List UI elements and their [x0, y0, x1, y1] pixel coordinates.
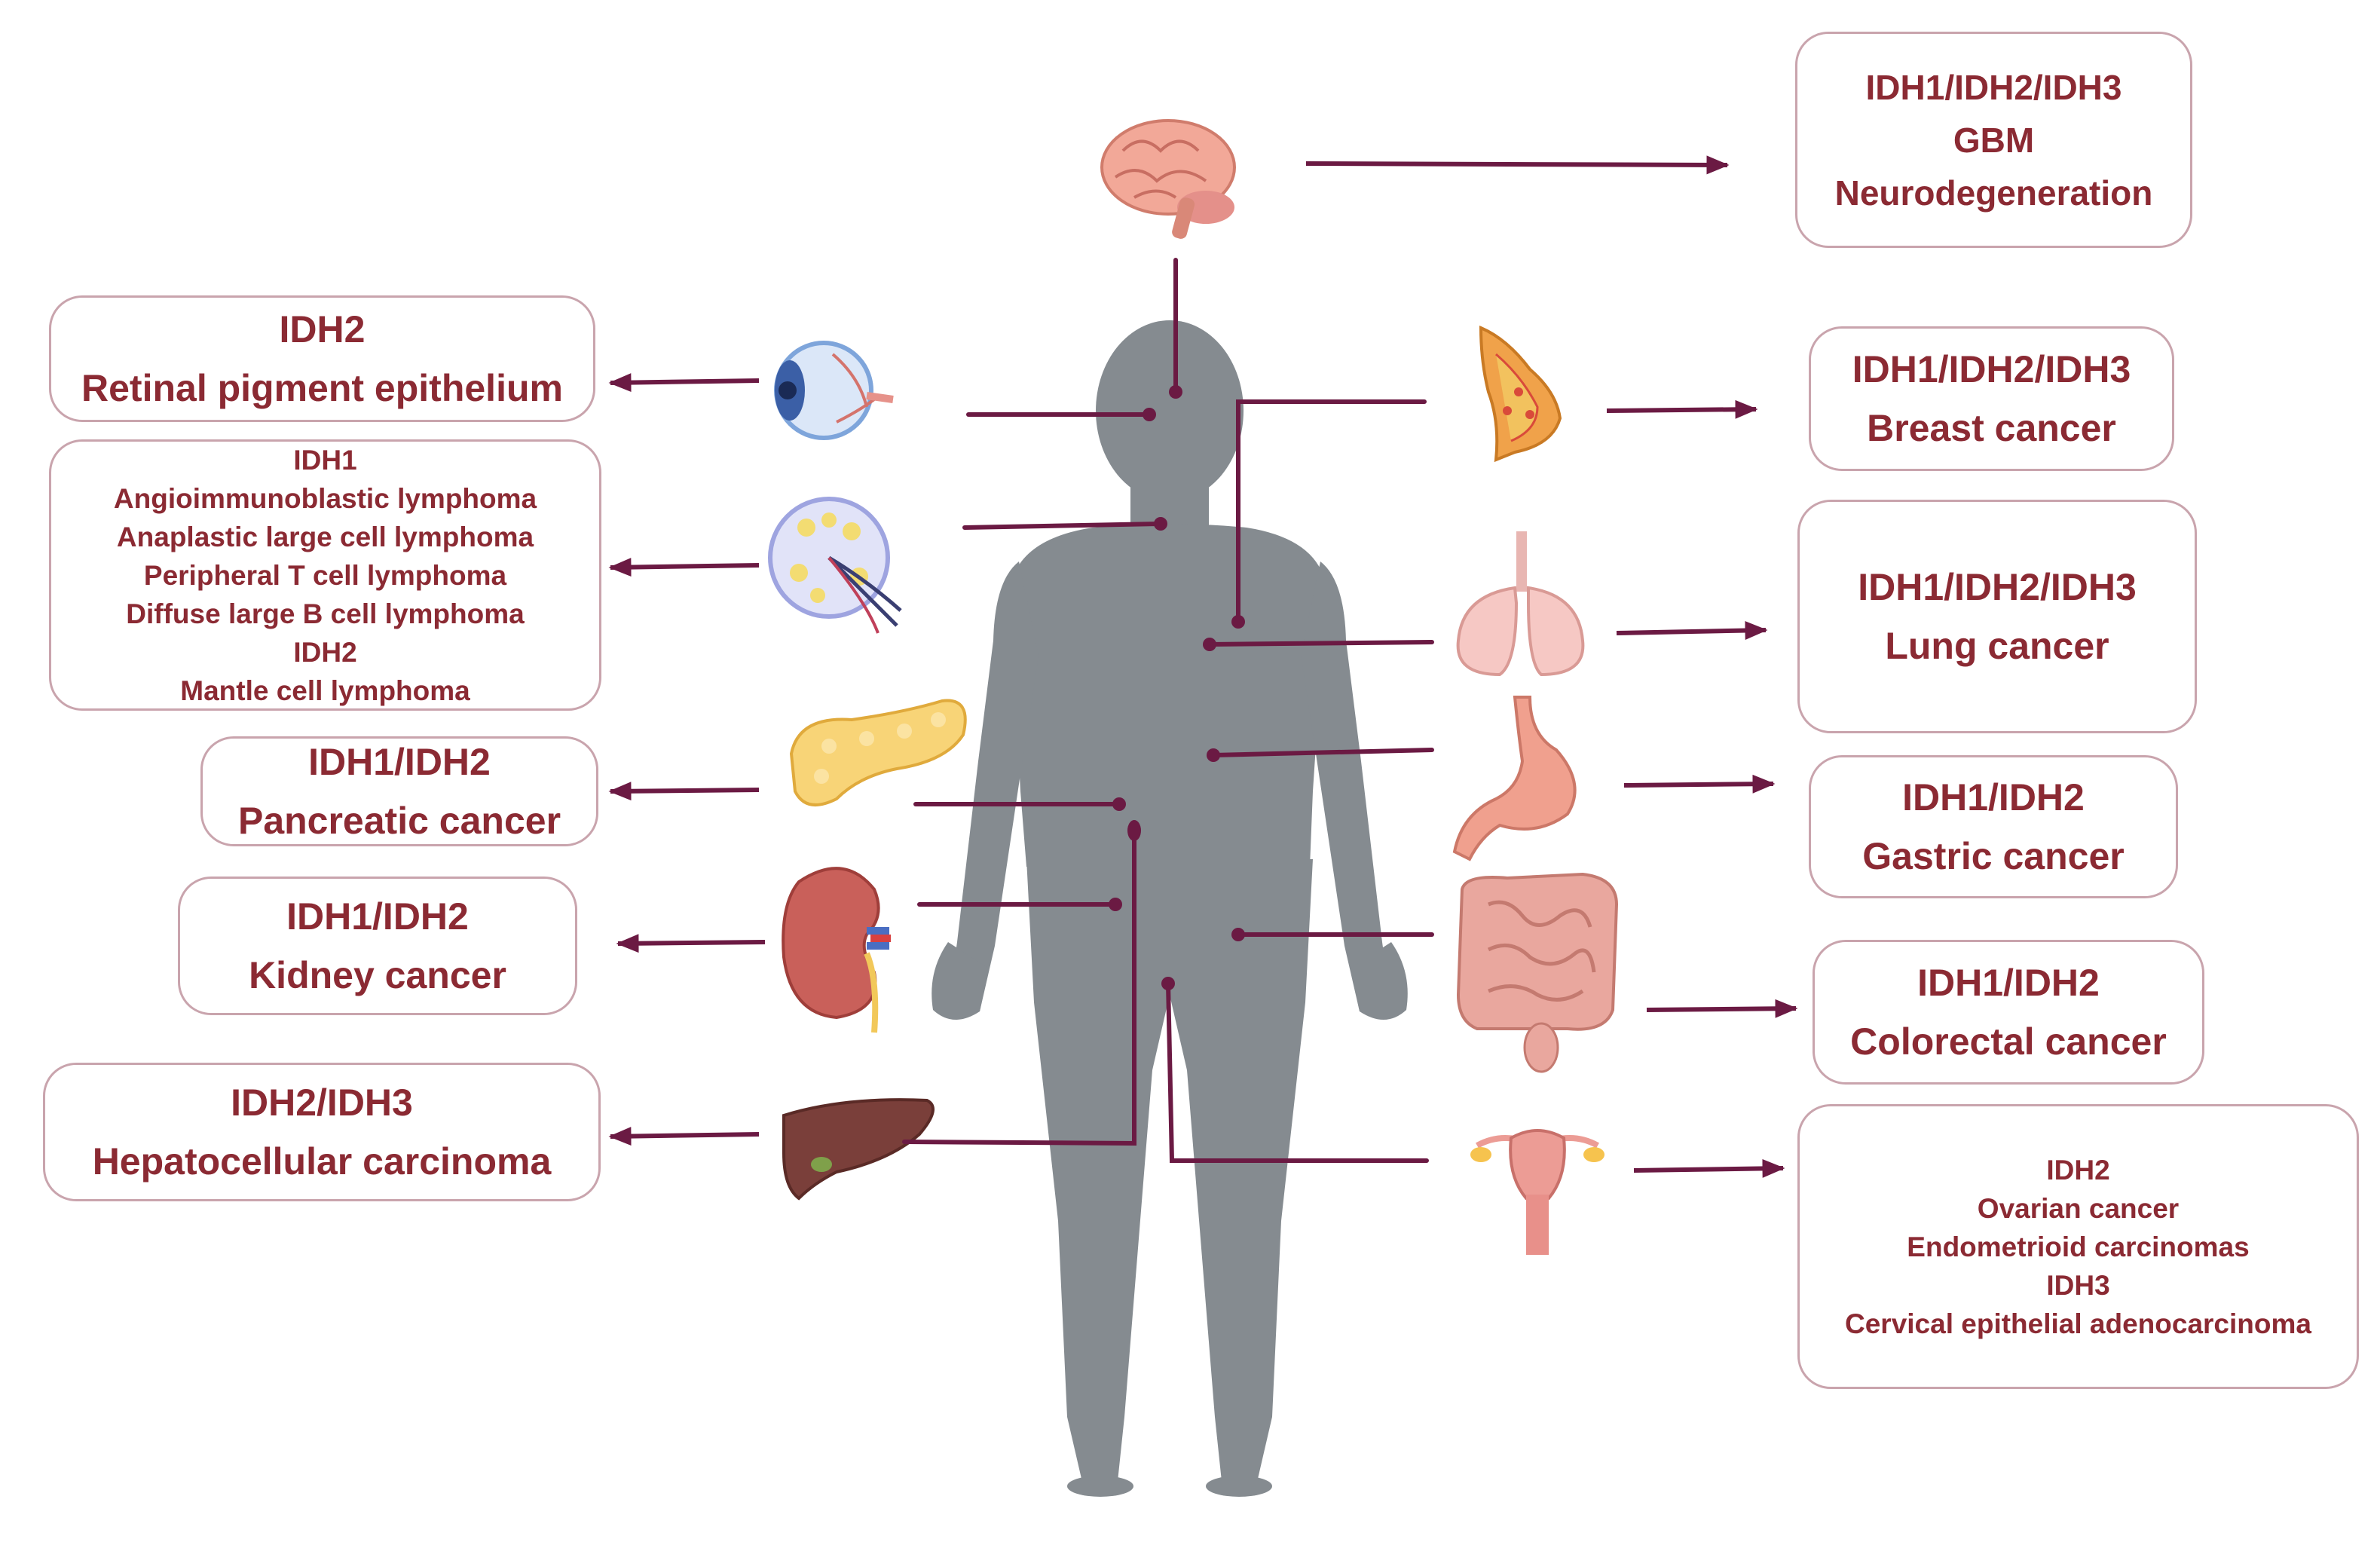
- label-box-eye: IDH2 Retinal pigment epithelium: [49, 295, 595, 422]
- pancreas-icon: [789, 699, 967, 806]
- label-box-liver: IDH2/IDH3 Hepatocellular carcinoma: [43, 1063, 601, 1201]
- label-line: Kidney cancer: [249, 954, 506, 996]
- label-box-intestine: IDH1/IDH2 Colorectal cancer: [1813, 940, 2204, 1085]
- label-line: Anaplastic large cell lymphoma: [116, 521, 534, 552]
- label-line: IDH2: [2046, 1154, 2110, 1186]
- label-line: Colorectal cancer: [1850, 1020, 2167, 1063]
- label-line: IDH1: [293, 444, 357, 476]
- label-box-kidney: IDH1/IDH2 Kidney cancer: [178, 877, 577, 1015]
- label-line: IDH2: [293, 636, 357, 668]
- label-line: Lung cancer: [1885, 625, 2109, 667]
- label-line: Hepatocellular carcinoma: [92, 1140, 552, 1183]
- label-box-lymph: IDH1 Angioimmunoblastic lymphoma Anaplas…: [49, 439, 601, 711]
- label-line: IDH1/IDH2: [286, 895, 469, 938]
- connector-lines: [902, 258, 1434, 1163]
- label-line: Diffuse large B cell lymphoma: [126, 598, 525, 629]
- eye-icon: [774, 341, 894, 440]
- label-line: Ovarian cancer: [1977, 1192, 2180, 1224]
- human-body-silhouette: [932, 320, 1408, 1497]
- breast-icon: [1479, 325, 1562, 463]
- label-line: Peripheral T cell lymphoma: [143, 559, 507, 591]
- label-line: GBM: [1953, 120, 2035, 160]
- label-box-pancreas: IDH1/IDH2 Pancreatic cancer: [200, 736, 598, 846]
- label-line: Neurodegeneration: [1834, 173, 2153, 213]
- stomach-icon: [1452, 696, 1577, 861]
- liver-icon: [782, 1098, 935, 1201]
- label-line: Retinal pigment epithelium: [81, 367, 563, 409]
- lymph-node-icon: [768, 497, 902, 634]
- label-line: Breast cancer: [1867, 407, 2116, 449]
- label-box-stomach: IDH1/IDH2 Gastric cancer: [1809, 755, 2178, 898]
- uterus-icon: [1470, 1129, 1605, 1255]
- label-line: Gastric cancer: [1862, 835, 2125, 877]
- label-line: IDH1/IDH2/IDH3: [1865, 67, 2122, 107]
- label-line: IDH1/IDH2/IDH3: [1858, 566, 2137, 608]
- label-box-breast: IDH1/IDH2/IDH3 Breast cancer: [1809, 326, 2174, 471]
- label-arrows: [608, 155, 1798, 1178]
- label-box-brain: IDH1/IDH2/IDH3 GBM Neurodegeneration: [1795, 32, 2192, 248]
- lung-icon: [1456, 531, 1585, 677]
- label-line: IDH1/IDH2: [1902, 776, 2085, 818]
- label-box-lung: IDH1/IDH2/IDH3 Lung cancer: [1797, 500, 2197, 733]
- label-line: Pancreatic cancer: [237, 800, 561, 842]
- label-box-uterus: IDH2 Ovarian cancer Endometrioid carcino…: [1797, 1104, 2359, 1389]
- label-line: IDH2/IDH3: [231, 1082, 413, 1124]
- label-line: IDH2: [279, 308, 366, 350]
- label-line: IDH1/IDH2: [1917, 962, 2100, 1004]
- label-line: Endometrioid carcinomas: [1907, 1231, 2250, 1262]
- label-line: IDH1/IDH2: [308, 741, 491, 783]
- label-line: Mantle cell lymphoma: [180, 675, 470, 706]
- intestine-icon: [1456, 872, 1619, 1073]
- kidney-icon: [782, 867, 891, 1033]
- connector-dots: [1109, 385, 1245, 990]
- brain-icon: [1100, 119, 1236, 239]
- label-line: IDH1/IDH2/IDH3: [1852, 348, 2131, 390]
- label-line: IDH3: [2046, 1269, 2110, 1301]
- label-line: Angioimmunoblastic lymphoma: [113, 482, 537, 514]
- label-line: Cervical epithelial adenocarcinoma: [1845, 1308, 2311, 1339]
